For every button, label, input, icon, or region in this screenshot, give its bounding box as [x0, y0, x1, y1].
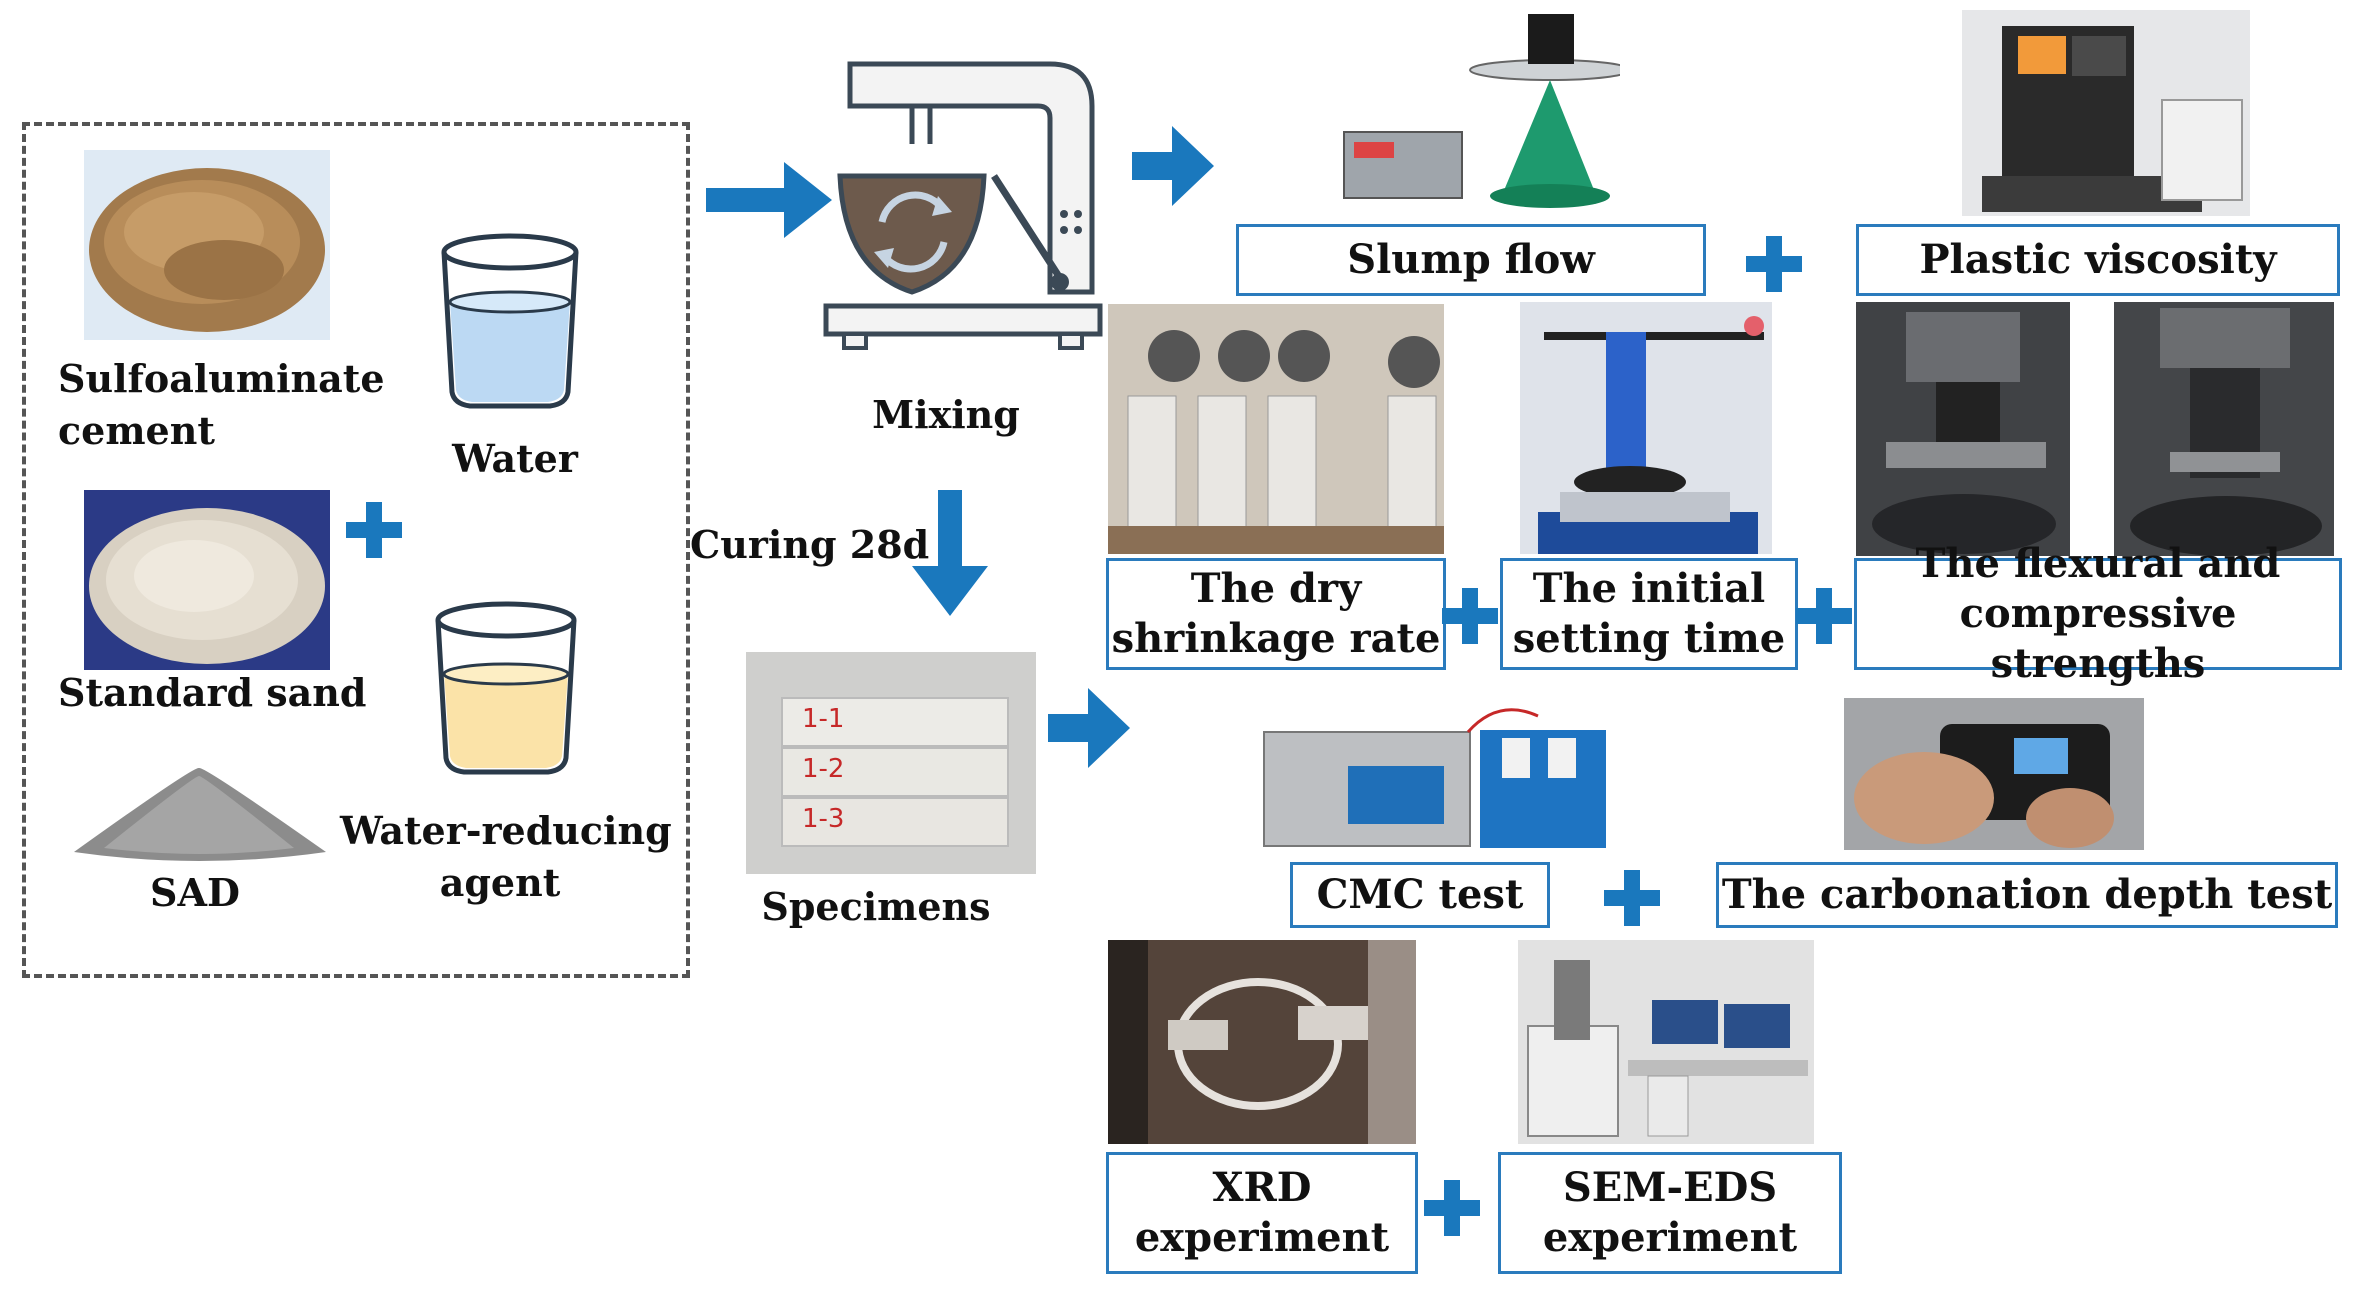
plus-icon — [1604, 870, 1660, 926]
water-beaker-image — [430, 222, 590, 412]
plastic-viscosity-label: Plastic viscosity — [1919, 236, 2277, 283]
compressive-strength-image — [2114, 302, 2334, 556]
carbonation-label: The carbonation depth test — [1721, 871, 2333, 918]
arrow-icon — [1048, 688, 1130, 768]
slump-flow-label: Slump flow — [1347, 236, 1595, 283]
dry-shrinkage-image — [1108, 304, 1444, 554]
plus-icon — [346, 502, 402, 558]
specimen-label-1: 1-1 — [802, 704, 845, 734]
sem-eds-box: SEM-EDS experiment — [1498, 1152, 1842, 1274]
cmc-test-label: CMC test — [1316, 871, 1524, 918]
sand-pile-icon — [89, 508, 325, 664]
strength-box: The flexural and compressive strengths — [1854, 540, 2342, 687]
cmc-test-box: CMC test — [1290, 862, 1550, 928]
mixer-icon — [823, 61, 1103, 350]
xrd-label-line1: XRD — [1212, 1164, 1312, 1211]
slump-flow-box: Slump flow — [1236, 224, 1706, 296]
specimens-label: Specimens — [761, 884, 991, 929]
plus-icon — [1424, 1180, 1480, 1236]
setting-time-image — [1520, 302, 1772, 554]
mixer-image — [820, 56, 1110, 366]
sad-cone-image — [64, 762, 334, 872]
curing-label: Curing 28d — [690, 522, 930, 567]
plastic-viscosity-image — [1962, 10, 2250, 216]
reducer-label-line2: agent — [439, 860, 561, 905]
setting-time-label-line1: The initial — [1532, 565, 1766, 612]
plastic-viscosity-box: Plastic viscosity — [1856, 224, 2340, 296]
carbonation-image — [1844, 698, 2144, 850]
specimens-image: 1-1 1-2 1-3 — [746, 652, 1036, 874]
specimen-label-2: 1-2 — [802, 754, 845, 784]
plus-icon — [1746, 236, 1802, 292]
dry-shrinkage-label-line1: The dry — [1190, 565, 1362, 612]
xrd-box: XRD experiment — [1106, 1152, 1418, 1274]
sad-label: SAD — [150, 870, 240, 915]
reducer-beaker-image — [424, 590, 588, 780]
mixing-label: Mixing — [872, 392, 1020, 437]
arrow-icon — [1132, 126, 1214, 206]
carbonation-box: The carbonation depth test — [1716, 862, 2338, 928]
sem-eds-label-line1: SEM-EDS — [1562, 1164, 1778, 1211]
cement-label-line2: cement — [58, 408, 215, 453]
strength-label-line2: compressive strengths — [1959, 590, 2237, 687]
sem-eds-image — [1518, 940, 1814, 1144]
plus-icon — [1442, 588, 1498, 644]
materials-panel — [22, 122, 690, 978]
slump-flow-image — [1340, 10, 1620, 210]
reducer-label-line1: Water-reducing — [340, 808, 672, 853]
setting-time-box: The initial setting time — [1500, 558, 1798, 670]
sem-eds-label-line2: experiment — [1542, 1214, 1798, 1261]
dry-shrinkage-box: The dry shrinkage rate — [1106, 558, 1446, 670]
cement-powder-image — [84, 150, 330, 340]
sad-cone-icon — [74, 767, 326, 861]
arrow-icon — [706, 162, 832, 238]
cement-label-line1: Sulfoaluminate — [58, 356, 385, 401]
flexural-strength-image — [1856, 302, 2070, 556]
arrow-icon — [912, 490, 988, 616]
xrd-label-line2: experiment — [1134, 1214, 1390, 1261]
specimen-label-3: 1-3 — [802, 804, 845, 834]
strength-label-line1: The flexural and — [1915, 540, 2281, 587]
standard-sand-image — [84, 490, 330, 670]
reducer-beaker-icon — [435, 601, 577, 775]
water-beaker-icon — [441, 233, 579, 409]
sand-label: Standard sand — [58, 670, 367, 715]
cmc-test-image — [1258, 696, 1612, 848]
plus-icon — [1796, 588, 1852, 644]
dry-shrinkage-label-line2: shrinkage rate — [1111, 615, 1441, 662]
setting-time-label-line2: setting time — [1512, 615, 1786, 662]
cement-powder-icon — [89, 168, 325, 332]
xrd-image — [1108, 940, 1416, 1144]
water-label: Water — [452, 436, 578, 481]
